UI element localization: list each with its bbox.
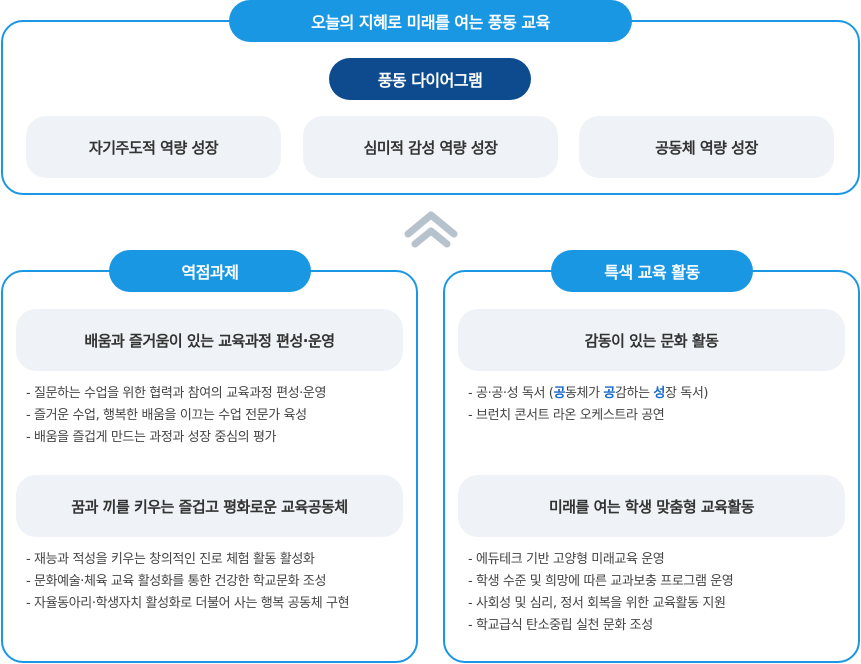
section-heading-text: 감동이 있는 문화 활동 xyxy=(584,331,719,350)
list-item: 공·공·성 독서 (공동체가 공감하는 성장 독서) xyxy=(468,383,853,405)
section-heading: 미래를 여는 학생 맞춤형 교육활동 xyxy=(458,475,845,537)
list-item: 브런치 콘서트 라온 오케스트라 공연 xyxy=(468,405,853,427)
list-item: 자율동아리·학생자치 활성화로 더불어 사는 행복 공동체 구현 xyxy=(26,593,411,615)
list-item: 질문하는 수업을 위한 협력과 참여의 교육과정 편성·운영 xyxy=(26,383,411,405)
list-item: 사회성 및 심리, 정서 회복을 위한 교육활동 지원 xyxy=(468,593,853,615)
diagram-label-text: 풍동 다이어그램 xyxy=(377,71,483,90)
list-item: 문화예술·체육 교육 활성화를 통한 건강한 학교문화 조성 xyxy=(26,571,411,593)
focus-tasks-title: 역점과제 xyxy=(109,250,311,292)
section-heading: 배움과 즐거움이 있는 교육과정 편성·운영 xyxy=(16,309,403,371)
section-heading-text: 꿈과 끼를 키우는 즐겁고 평화로운 교육공동체 xyxy=(71,497,348,516)
double-chevron-up-icon xyxy=(404,211,458,248)
section-heading-text: 미래를 여는 학생 맞춤형 교육활동 xyxy=(548,497,755,516)
special-activities-title-text: 특색 교육 활동 xyxy=(604,263,700,282)
list-item: 재능과 적성을 키우는 창의적인 진로 체험 활동 활성화 xyxy=(26,549,411,571)
bullet-list: 공·공·성 독서 (공동체가 공감하는 성장 독서) 브런치 콘서트 라온 오케… xyxy=(468,383,853,427)
bullet-list: 재능과 적성을 키우는 창의적인 진로 체험 활동 활성화 문화예술·체육 교육… xyxy=(26,549,411,615)
section-heading: 감동이 있는 문화 활동 xyxy=(458,309,845,371)
bullet-list: 질문하는 수업을 위한 협력과 참여의 교육과정 편성·운영 즐거운 수업, 행… xyxy=(26,383,411,449)
section-heading-text: 배움과 즐거움이 있는 교육과정 편성·운영 xyxy=(84,331,335,350)
goal-box-community: 공동체 역량 성장 xyxy=(579,116,834,178)
vision-title-text: 오늘의 지혜로 미래를 여는 풍동 교육 xyxy=(311,13,550,32)
list-item: 학생 수준 및 희망에 따른 교과보충 프로그램 운영 xyxy=(468,571,853,593)
goal-label: 심미적 감성 역량 성장 xyxy=(363,138,498,157)
bullet-list: 에듀테크 기반 고양형 미래교육 운영 학생 수준 및 희망에 따른 교과보충 … xyxy=(468,549,853,637)
special-activities-title: 특색 교육 활동 xyxy=(551,250,753,292)
list-item: 즐거운 수업, 행복한 배움을 이끄는 수업 전문가 육성 xyxy=(26,405,411,427)
diagram-label: 풍동 다이어그램 xyxy=(329,58,531,100)
goal-box-self-directed: 자기주도적 역량 성장 xyxy=(26,116,281,178)
vision-title: 오늘의 지혜로 미래를 여는 풍동 교육 xyxy=(229,0,632,42)
goal-label: 자기주도적 역량 성장 xyxy=(88,138,219,157)
goal-label: 공동체 역량 성장 xyxy=(655,138,758,157)
section-heading: 꿈과 끼를 키우는 즐겁고 평화로운 교육공동체 xyxy=(16,475,403,537)
focus-tasks-title-text: 역점과제 xyxy=(181,263,239,282)
list-item: 배움을 즐겁게 만드는 과정과 성장 중심의 평가 xyxy=(26,427,411,449)
list-item: 에듀테크 기반 고양형 미래교육 운영 xyxy=(468,549,853,571)
list-item: 학교급식 탄소중립 실천 문화 조성 xyxy=(468,615,853,637)
goal-box-aesthetic: 심미적 감성 역량 성장 xyxy=(303,116,558,178)
